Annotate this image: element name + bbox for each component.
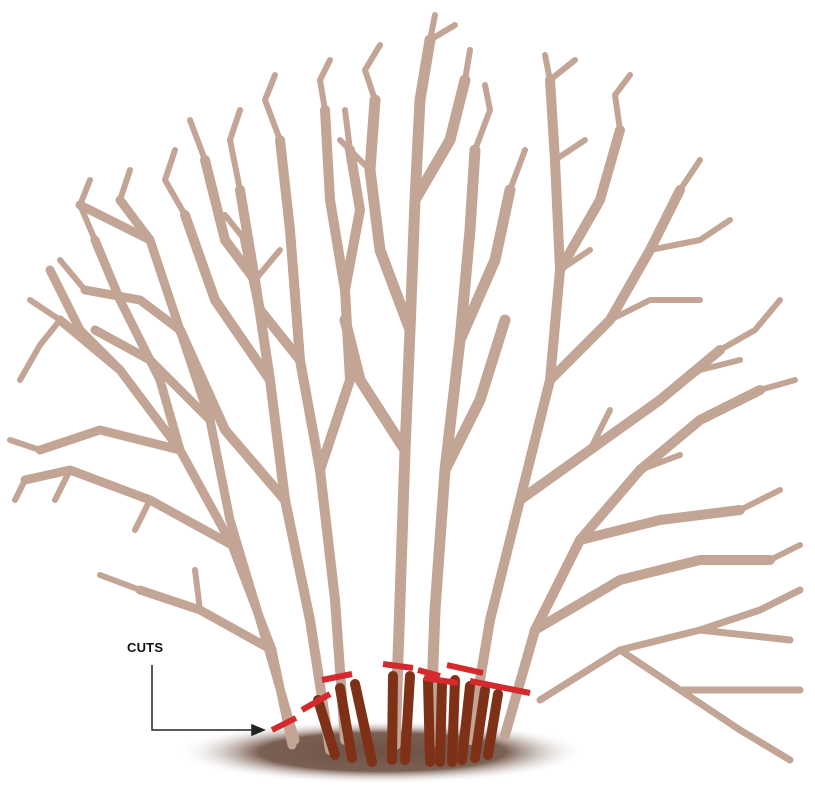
cut-mark <box>383 664 413 668</box>
cut-mark <box>322 674 352 680</box>
callout-arrow <box>152 665 264 735</box>
cuts-label: CUTS <box>127 640 163 655</box>
